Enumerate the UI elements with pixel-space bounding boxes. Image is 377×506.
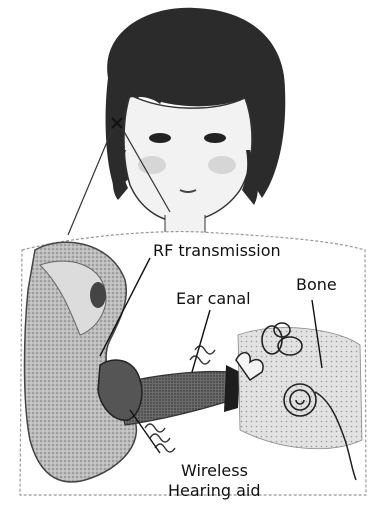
concha [90,282,106,308]
right-eye [204,133,226,143]
right-cheek [208,156,236,174]
label-wireless: Wireless [181,461,248,480]
left-eye [149,133,171,143]
label-rf-transmission: RF transmission [153,241,281,260]
label-ear-canal: Ear canal [176,289,251,308]
label-bone: Bone [296,275,337,294]
zoom-line-left [68,130,112,235]
head-illustration [106,8,286,235]
eardrum [224,365,240,412]
label-hearing-aid: Hearing aid [168,481,261,500]
ear-cross-section [20,232,366,495]
bone-region [238,328,362,449]
left-cheek [138,156,166,174]
